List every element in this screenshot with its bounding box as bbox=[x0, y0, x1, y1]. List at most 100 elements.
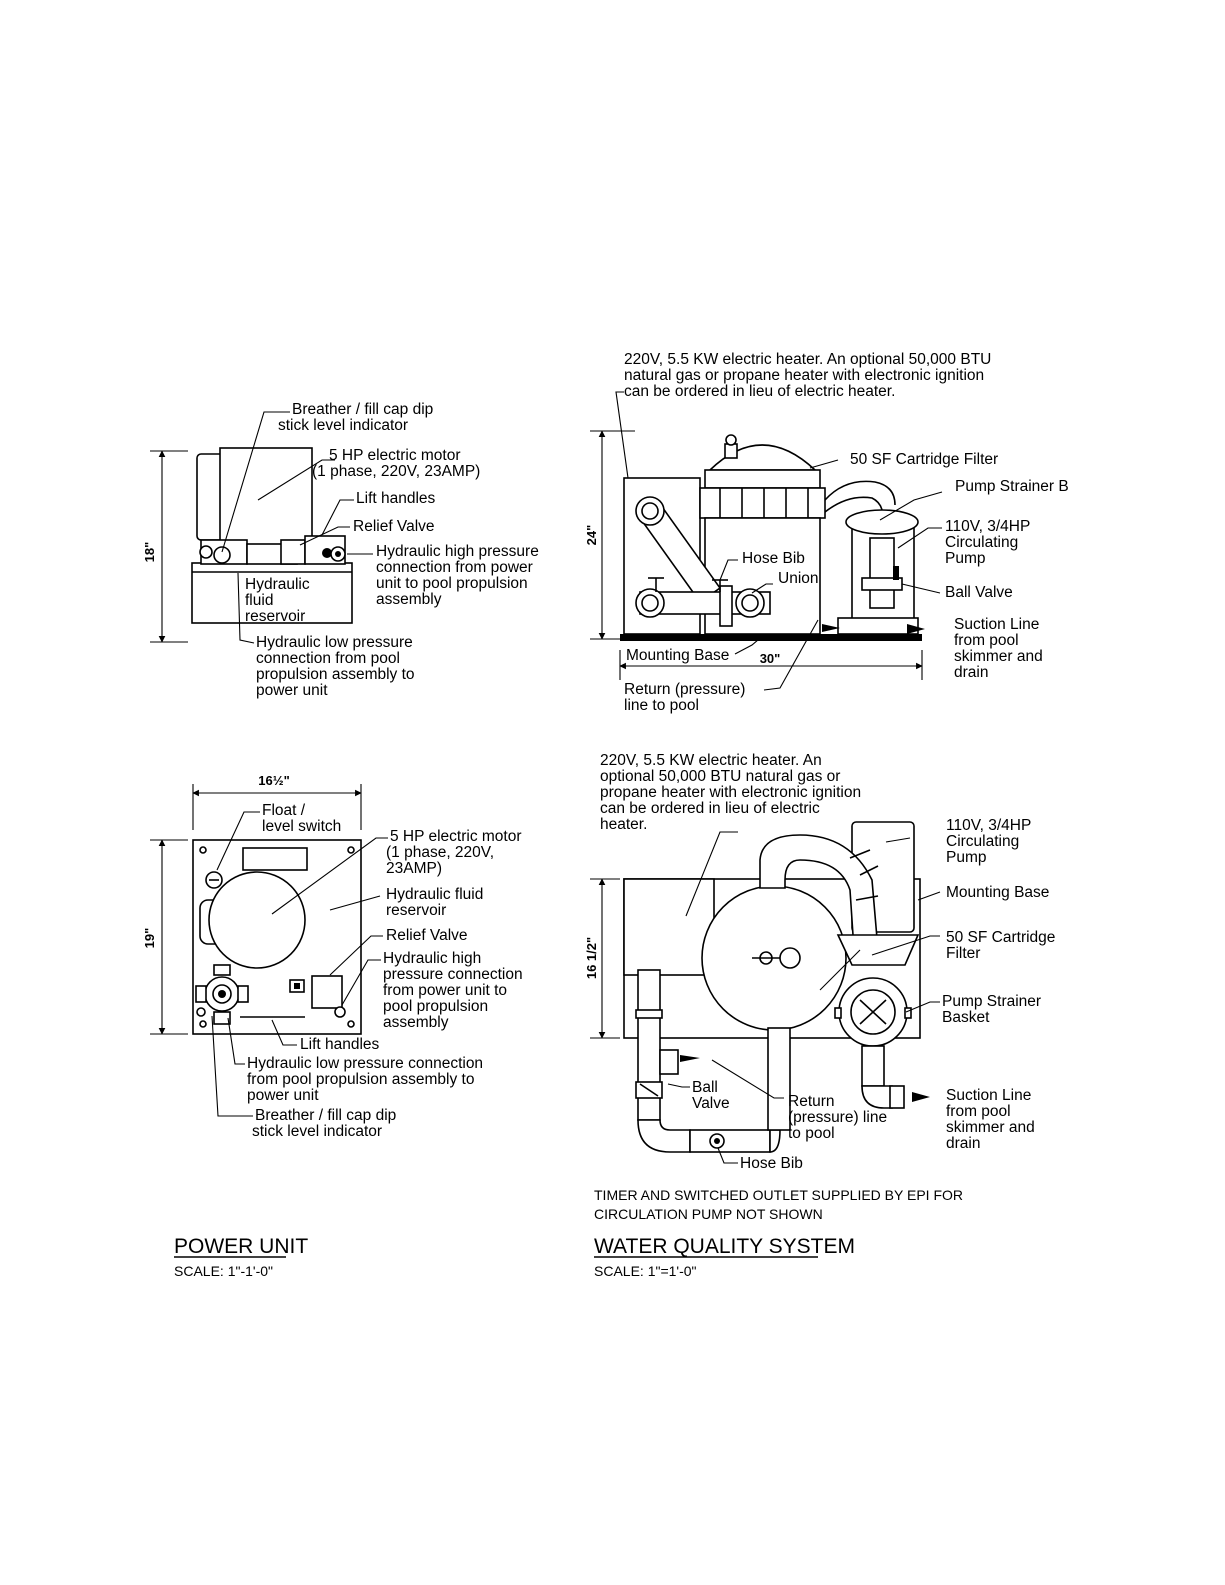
label-circulating-pump: 110V, 3/4HP Circulating Pump bbox=[945, 518, 1030, 567]
svg-text:from pool: from pool bbox=[954, 632, 1019, 649]
label-heater-elevation: 220V, 5.5 KW electric heater. An optiona… bbox=[624, 351, 991, 400]
svg-text:line to pool: line to pool bbox=[624, 697, 699, 714]
svg-text:from pool propulsion assembly: from pool propulsion assembly to bbox=[247, 1071, 474, 1088]
label-low-pressure: Hydraulic low pressure connection from p… bbox=[256, 634, 415, 699]
svg-text:Hydraulic low pressure connect: Hydraulic low pressure connection bbox=[247, 1055, 483, 1072]
svg-text:can be ordered in lieu of elec: can be ordered in lieu of electric heate… bbox=[624, 383, 895, 400]
svg-text:5 HP electric motor: 5 HP electric motor bbox=[390, 828, 522, 845]
label-breather-plan: Breather / fill cap dip stick level indi… bbox=[252, 1107, 396, 1140]
svg-text:heater.: heater. bbox=[600, 816, 647, 833]
svg-text:220V, 5.5 KW electric heater.: 220V, 5.5 KW electric heater. An bbox=[600, 752, 822, 769]
dim-label-30: 30" bbox=[760, 651, 781, 666]
label-cartridge-filter: 50 SF Cartridge Filter bbox=[850, 451, 998, 468]
label-float-switch: Float / level switch bbox=[262, 802, 341, 835]
label-pump-strainer-plan: Pump Strainer Basket bbox=[942, 993, 1041, 1026]
label-high-pressure-plan: Hydraulic high pressure connection from … bbox=[383, 950, 523, 1031]
svg-text:from pool: from pool bbox=[946, 1103, 1011, 1120]
svg-text:Suction Line: Suction Line bbox=[954, 616, 1039, 633]
svg-text:(1 phase, 220V, 23AMP): (1 phase, 220V, 23AMP) bbox=[312, 463, 480, 480]
water-quality-title-block: WATER QUALITY SYSTEM SCALE: 1"=1'-0" bbox=[594, 1235, 855, 1279]
label-cartridge-filter-plan: 50 SF Cartridge Filter bbox=[946, 929, 1055, 962]
svg-text:unit to pool propulsion: unit to pool propulsion bbox=[376, 575, 528, 592]
label-breather: Breather / fill cap dip stick level indi… bbox=[278, 401, 433, 434]
svg-text:Pump Strainer: Pump Strainer bbox=[942, 993, 1041, 1010]
filter-clamp-ring-shape bbox=[699, 487, 826, 519]
svg-text:connection from power: connection from power bbox=[376, 559, 533, 576]
svg-text:connection from pool: connection from pool bbox=[256, 650, 400, 667]
label-circulating-pump-plan: 110V, 3/4HP Circulating Pump bbox=[946, 817, 1031, 866]
strainer-lid-plan-shape bbox=[836, 934, 920, 966]
svg-text:Ball: Ball bbox=[692, 1079, 718, 1096]
svg-text:Pump: Pump bbox=[945, 550, 986, 567]
water-quality-title: WATER QUALITY SYSTEM bbox=[594, 1235, 855, 1258]
svg-text:can be ordered in lieu of elec: can be ordered in lieu of electric bbox=[600, 800, 820, 817]
svg-text:(1 phase, 220V,: (1 phase, 220V, bbox=[386, 844, 494, 861]
label-mounting-base: Mounting Base bbox=[626, 647, 729, 664]
svg-text:power unit: power unit bbox=[256, 682, 328, 699]
svg-text:Circulating: Circulating bbox=[946, 833, 1019, 850]
label-hose-bib: Hose Bib bbox=[742, 550, 805, 567]
svg-text:Breather / fill cap dip: Breather / fill cap dip bbox=[255, 1107, 396, 1124]
svg-text:CIRCULATION PUMP NOT SHOWN: CIRCULATION PUMP NOT SHOWN bbox=[594, 1206, 823, 1222]
label-motor: 5 HP electric motor (1 phase, 220V, 23AM… bbox=[312, 447, 480, 480]
air-relief-valve-shape bbox=[724, 443, 738, 459]
svg-text:propulsion assembly to: propulsion assembly to bbox=[256, 666, 415, 683]
svg-text:drain: drain bbox=[946, 1135, 980, 1152]
svg-text:Hydraulic high: Hydraulic high bbox=[383, 950, 481, 967]
svg-text:stick level indicator: stick level indicator bbox=[252, 1123, 382, 1140]
svg-text:110V, 3/4HP: 110V, 3/4HP bbox=[946, 817, 1031, 834]
svg-text:Filter: Filter bbox=[946, 945, 980, 962]
dimension-height-18: 18" bbox=[142, 450, 188, 643]
label-ball-valve-plan: Ball Valve bbox=[692, 1079, 730, 1112]
label-pump-strainer: Pump Strainer B bbox=[955, 478, 1069, 495]
power-unit-elevation: 18" Breather / fill cap dip stick level … bbox=[142, 401, 539, 699]
svg-text:Hydraulic high pressure: Hydraulic high pressure bbox=[376, 543, 539, 560]
svg-text:from power unit to: from power unit to bbox=[383, 982, 507, 999]
svg-text:Pump: Pump bbox=[946, 849, 987, 866]
svg-text:fluid: fluid bbox=[245, 592, 273, 609]
svg-text:Basket: Basket bbox=[942, 1009, 990, 1026]
dim-label-16-half-wq: 16 1/2" bbox=[584, 937, 599, 979]
power-unit-plan: 16½" 19" bbox=[142, 773, 523, 1140]
label-return-line: Return (pressure) line to pool bbox=[624, 681, 745, 714]
svg-text:to pool: to pool bbox=[788, 1125, 835, 1142]
svg-text:assembly: assembly bbox=[383, 1014, 449, 1031]
timer-note: TIMER AND SWITCHED OUTLET SUPPLIED BY EP… bbox=[594, 1187, 963, 1222]
reservoir-tank-shape bbox=[191, 562, 353, 624]
water-quality-elevation: 24" 30" bbox=[584, 351, 1069, 714]
svg-text:natural gas or propane heater: natural gas or propane heater with elect… bbox=[624, 367, 984, 384]
svg-text:level switch: level switch bbox=[262, 818, 341, 835]
label-motor-plan: 5 HP electric motor (1 phase, 220V, 23AM… bbox=[386, 828, 522, 877]
svg-text:reservoir: reservoir bbox=[386, 902, 446, 919]
bottom-loop-pipe-shape bbox=[689, 1129, 771, 1153]
dimension-height-19: 19" bbox=[142, 839, 188, 1035]
svg-text:skimmer and: skimmer and bbox=[954, 648, 1043, 665]
water-quality-scale: SCALE: 1"=1'-0" bbox=[594, 1263, 697, 1279]
svg-text:Float /: Float / bbox=[262, 802, 306, 819]
svg-text:assembly: assembly bbox=[376, 591, 442, 608]
svg-text:5 HP electric motor: 5 HP electric motor bbox=[329, 447, 461, 464]
dimension-height-24: 24" bbox=[584, 430, 635, 640]
svg-text:Hydraulic low pressure: Hydraulic low pressure bbox=[256, 634, 413, 651]
label-lift-handles: Lift handles bbox=[356, 490, 436, 507]
svg-text:pool propulsion: pool propulsion bbox=[383, 998, 488, 1015]
svg-text:drain: drain bbox=[954, 664, 988, 681]
svg-text:TIMER AND SWITCHED OUTLET SUPP: TIMER AND SWITCHED OUTLET SUPPLIED BY EP… bbox=[594, 1187, 963, 1203]
right-loop-pipe-shape bbox=[767, 1027, 791, 1131]
dimension-height-16-half: 16 1/2" bbox=[584, 878, 620, 1039]
power-unit-title-block: POWER UNIT SCALE: 1"-1'-0" bbox=[174, 1235, 308, 1279]
svg-text:reservoir: reservoir bbox=[245, 608, 305, 625]
dim-label-19: 19" bbox=[142, 928, 157, 949]
high-pressure-port-plan-shape bbox=[334, 1006, 346, 1018]
suction-pipe-plan-shape bbox=[861, 1045, 885, 1087]
svg-text:23AMP): 23AMP) bbox=[386, 860, 442, 877]
label-relief-valve-plan: Relief Valve bbox=[386, 927, 468, 944]
svg-text:pressure connection: pressure connection bbox=[383, 966, 523, 983]
svg-text:Return: Return bbox=[788, 1093, 835, 1110]
heater-box-plan-shape bbox=[623, 878, 715, 976]
label-return-line-plan: Return (pressure) line to pool bbox=[788, 1093, 887, 1142]
svg-text:Circulating: Circulating bbox=[945, 534, 1018, 551]
svg-text:Valve: Valve bbox=[692, 1095, 730, 1112]
dim-label-24: 24" bbox=[584, 525, 599, 546]
